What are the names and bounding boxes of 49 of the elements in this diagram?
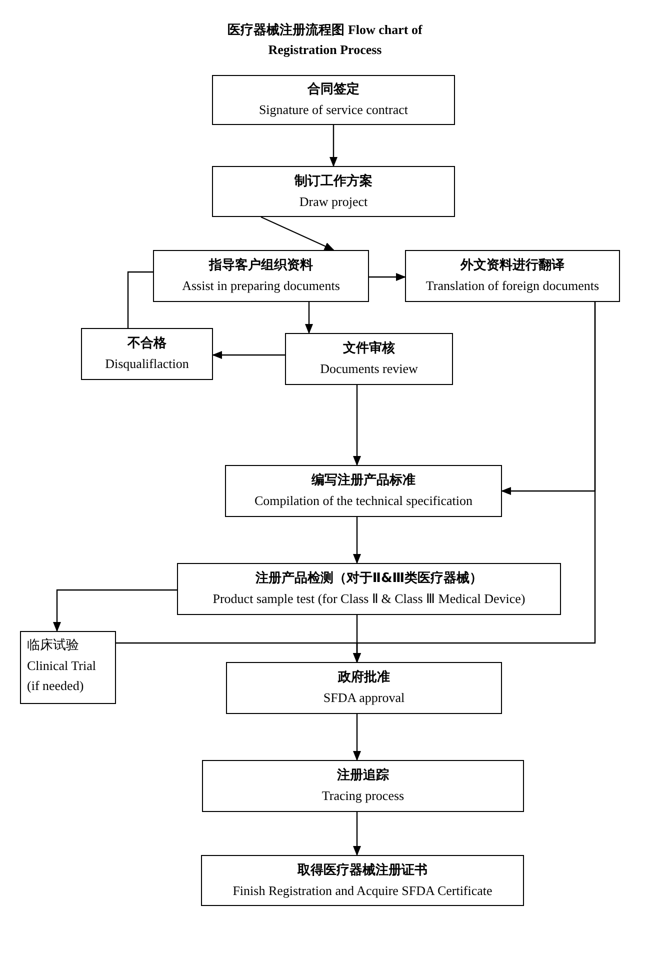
step-heading: 注册产品检测（对于Ⅱ&Ⅲ类医疗器械）: [255, 570, 483, 588]
step-heading: 外文资料进行翻译: [460, 256, 564, 275]
process-box: [405, 250, 620, 302]
process-box: [226, 662, 502, 714]
arrow: [330, 125, 338, 167]
step-description: SFDA approval: [323, 689, 405, 707]
connector-line: [127, 271, 153, 328]
step-description: Signature of service contract: [258, 101, 408, 119]
step-description: Finish Registration and Acquire SFDA Certificate: [232, 882, 492, 900]
arrow: [353, 302, 596, 663]
step-heading: 临床试验: [27, 637, 79, 655]
step-description: Clinical Trial (if needed): [27, 657, 97, 695]
step-heading: 文件审核: [343, 340, 395, 358]
step-description: Documents review: [320, 360, 418, 378]
step-description: Product sample test (for Class Ⅱ & Class Ⅲ Medical Device): [212, 590, 526, 608]
arrow: [212, 351, 285, 359]
arrow: [53, 589, 177, 632]
step-heading: 取得医疗器械注册证书: [298, 862, 428, 880]
step-heading: 合同签定: [308, 80, 360, 99]
step-description: Tracing process: [322, 787, 404, 805]
process-box: [153, 250, 369, 302]
step-description: Assist in preparing documents: [182, 277, 340, 295]
process-box: [81, 328, 213, 380]
step-heading: 注册追踪: [337, 766, 389, 785]
step-heading: 不合格: [128, 335, 166, 353]
process-box: [212, 166, 455, 217]
step-description: Draw project: [299, 192, 368, 211]
process-box: [202, 760, 524, 812]
arrow: [260, 216, 334, 251]
arrow: [369, 273, 406, 281]
step-heading: 编写注册产品标准: [312, 472, 416, 490]
step-description: Disqualiflaction: [105, 355, 189, 373]
process-box: [285, 333, 453, 385]
step-heading: 政府批准: [338, 668, 390, 687]
arrow: [353, 517, 361, 564]
arrow: [305, 302, 313, 334]
process-box: [225, 465, 502, 517]
process-box: [212, 75, 455, 125]
step-heading: 制订工作方案: [294, 172, 372, 190]
arrow: [353, 812, 361, 856]
arrow: [353, 714, 361, 761]
step-description: Compilation of the technical specification: [254, 492, 473, 510]
step-heading: 指导客户组织资料: [209, 256, 313, 275]
diagram-title: 医疗器械注册流程图 Flow chart of Registration Process: [226, 21, 424, 59]
step-description: Translation of foreign documents: [426, 277, 600, 295]
process-box: [20, 631, 116, 704]
arrow: [353, 385, 361, 466]
process-box: [177, 563, 561, 615]
process-box: [201, 855, 524, 906]
